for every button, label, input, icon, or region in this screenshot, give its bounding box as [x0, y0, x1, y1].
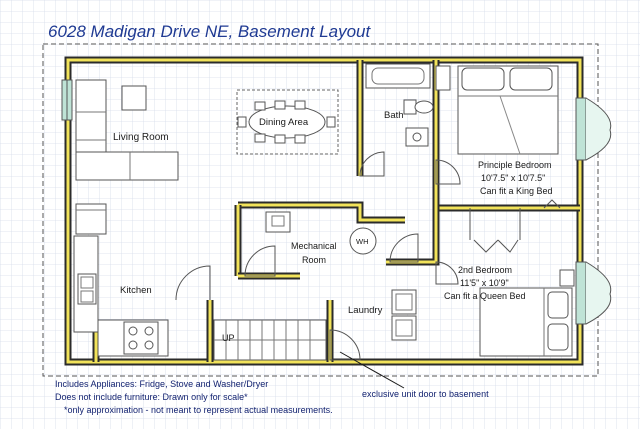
- kitchen-sink: [77, 273, 97, 305]
- nightstand-2: [559, 269, 575, 287]
- note-furniture: Does not include furniture: Drawn only f…: [55, 392, 248, 402]
- room-label-mechanical-1: Mechanical: [291, 241, 337, 251]
- interior-walls: [92, 60, 580, 362]
- mechanical-door-swing: [244, 245, 276, 277]
- entry-door-swing: [329, 329, 361, 361]
- dryer: [391, 315, 417, 341]
- hall-door-swing: [389, 233, 419, 263]
- dining-table: [236, 89, 339, 155]
- window-right-top: [575, 97, 612, 161]
- room-label-bath: Bath: [384, 110, 404, 121]
- nightstand: [435, 65, 451, 91]
- principle-bedroom-note: Can fit a King Bed: [480, 186, 553, 196]
- water-heater: [349, 227, 377, 255]
- stove: [123, 321, 159, 355]
- note-exclusive-door: exclusive unit door to basement: [362, 389, 489, 399]
- kitchen-door-swing: [175, 265, 211, 301]
- sofa: [75, 79, 179, 181]
- window-left: [61, 79, 73, 121]
- room-label-dining: Dining Area: [259, 117, 309, 128]
- window-right-bottom: [575, 261, 612, 325]
- bath-door-swing: [359, 151, 385, 177]
- king-bed: [457, 65, 559, 155]
- door-pointer-line: [339, 351, 405, 389]
- water-heater-label: WH: [356, 237, 369, 246]
- room-label-2nd-bedroom: 2nd Bedroom: [458, 265, 512, 275]
- staircase: [213, 319, 327, 361]
- closet-doors: [469, 208, 521, 253]
- stairs-up-label: UP: [222, 333, 235, 343]
- room-label-mechanical-2: Room: [302, 255, 326, 265]
- principle-bedroom-door-swing: [435, 159, 461, 185]
- bathroom-sink: [405, 127, 429, 147]
- plan-title: 6028 Madigan Drive NE, Basement Layout: [48, 22, 372, 41]
- room-label-kitchen: Kitchen: [120, 285, 152, 296]
- furnace: [265, 211, 291, 233]
- second-bedroom-size: 11'5" x 10'9": [460, 278, 509, 288]
- fridge: [75, 203, 107, 235]
- note-approximation: *only approximation - not meant to repre…: [64, 405, 333, 415]
- principle-bedroom-size: 10'7.5" x 10'7.5": [481, 173, 545, 183]
- closet-marker: [543, 199, 561, 209]
- room-label-living: Living Room: [113, 132, 169, 143]
- second-bedroom-door-swing: [435, 261, 459, 285]
- queen-bed: [479, 287, 573, 357]
- note-appliances: Includes Appliances: Fridge, Stove and W…: [55, 379, 268, 389]
- armchair: [121, 85, 147, 111]
- second-bedroom-note: Can fit a Queen Bed: [444, 291, 526, 301]
- washer: [391, 289, 417, 315]
- property-boundary: [42, 43, 599, 377]
- toilet: [403, 99, 434, 115]
- room-label-laundry: Laundry: [348, 305, 383, 316]
- bathtub: [365, 63, 431, 89]
- room-label-principle-bedroom: Principle Bedroom: [478, 160, 552, 170]
